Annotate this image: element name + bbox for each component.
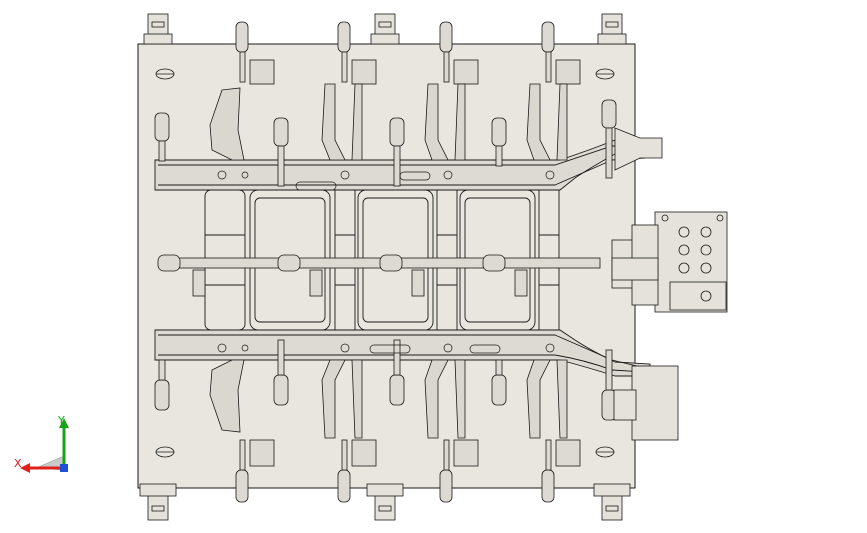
lower-right-block xyxy=(613,365,679,441)
upper-right-arm xyxy=(614,127,663,171)
upper-inner-clamps xyxy=(154,99,617,187)
x-axis-arrow xyxy=(20,463,30,473)
bottom-lugs xyxy=(139,483,631,521)
lower-brackets xyxy=(209,359,568,439)
x-axis-label: X xyxy=(14,457,22,470)
upper-brackets xyxy=(209,83,568,161)
connector-box xyxy=(611,211,728,313)
corner-locators xyxy=(155,68,615,458)
bottom-clamps xyxy=(235,439,581,503)
lower-inner-clamps xyxy=(154,339,617,421)
y-axis-label: Y xyxy=(57,414,65,427)
y-axis-arrow xyxy=(59,418,69,428)
top-clamps xyxy=(235,21,581,85)
middle-clamps xyxy=(157,254,528,297)
rail-holes xyxy=(217,170,555,354)
top-lugs xyxy=(143,13,627,45)
z-axis-marker xyxy=(60,464,68,472)
orientation-triad: Y X xyxy=(14,414,69,473)
